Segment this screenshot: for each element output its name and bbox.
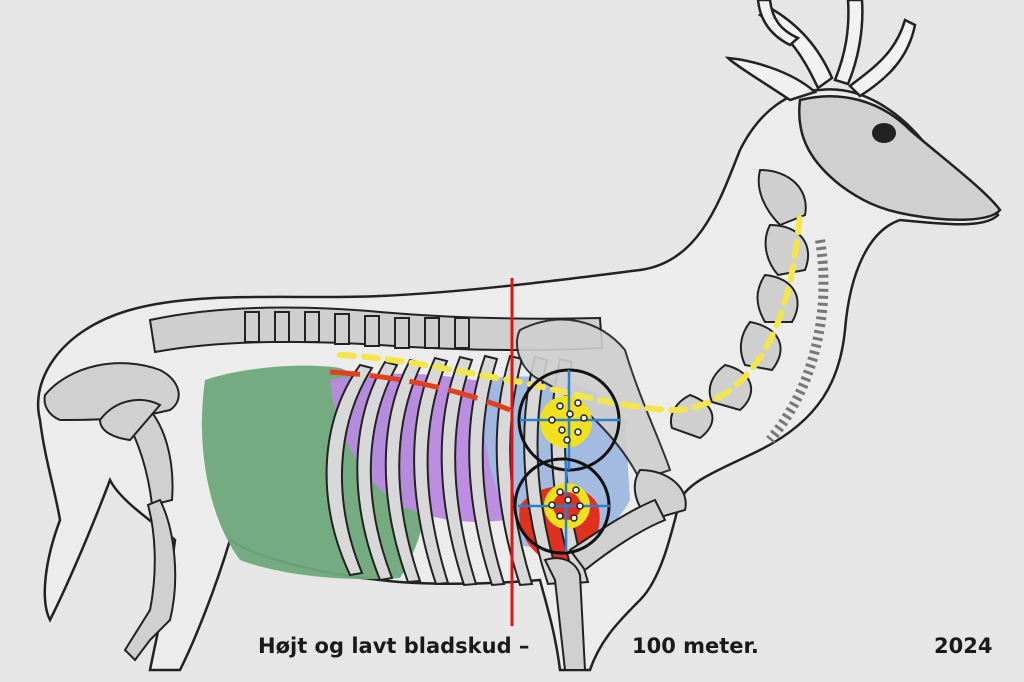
low-shot-target: [513, 457, 611, 555]
diaphragm-line: [329, 369, 511, 413]
skull: [797, 95, 1002, 221]
hindleg: [43, 362, 180, 662]
ear: [724, 56, 818, 102]
scapula: [515, 318, 672, 482]
eye: [872, 123, 896, 143]
shot-holes-low: [548, 486, 584, 522]
antlers: [756, 0, 917, 98]
spine-line: [337, 212, 803, 414]
caption-distance: 100 meter.: [632, 634, 759, 658]
shot-holes-high: [548, 399, 588, 444]
spine: [148, 306, 604, 354]
high-shot-target: [517, 368, 621, 472]
foreleg: [543, 468, 687, 671]
trachea: [766, 239, 829, 444]
caption-year: 2024: [934, 634, 993, 658]
caption-title: Højt og lavt bladskud –: [258, 634, 530, 658]
